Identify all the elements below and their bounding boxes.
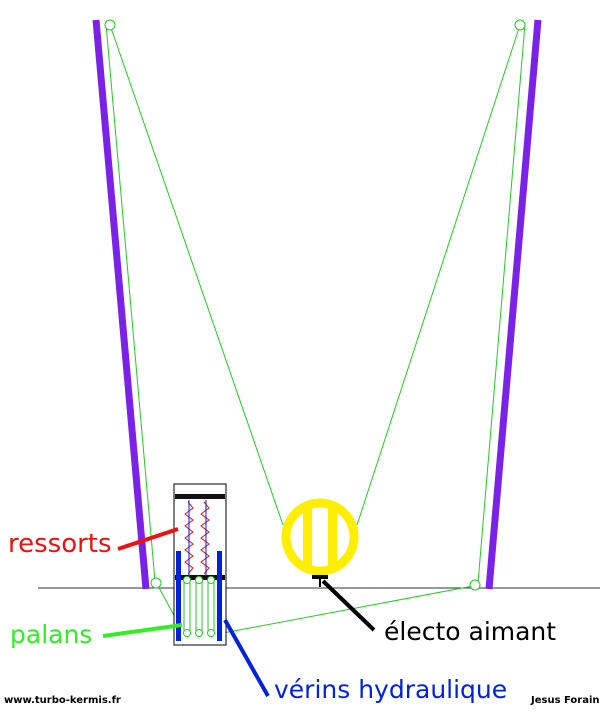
pointer-verins xyxy=(223,619,270,697)
electromagnet-ball xyxy=(281,498,359,587)
tension-box xyxy=(173,483,227,646)
label-ressorts: ressorts xyxy=(8,529,112,559)
spring-2 xyxy=(200,501,210,575)
cable-right-bottom xyxy=(217,585,474,635)
pointer-electo xyxy=(321,579,376,632)
palan-top-3 xyxy=(207,576,215,584)
palan-top-1 xyxy=(183,576,191,584)
pulley-right-top xyxy=(514,19,526,31)
ball-bar-right xyxy=(328,505,337,569)
ball-bar-left xyxy=(303,505,312,569)
pointer-ressorts xyxy=(117,527,179,551)
label-electo-aimant: électo aimant xyxy=(384,617,556,646)
right-tower xyxy=(485,19,542,590)
pulley-left-top xyxy=(104,19,116,31)
cable-right-top-to-ball xyxy=(356,24,521,526)
ball-outline xyxy=(281,498,359,576)
palan-cables xyxy=(183,580,215,632)
spring-1 xyxy=(184,501,194,575)
left-tower xyxy=(92,19,150,590)
pointer-palans xyxy=(102,623,183,638)
palan-bottom-2 xyxy=(195,629,203,637)
pulley-left-bottom xyxy=(150,577,162,589)
label-palans: palans xyxy=(10,620,92,649)
cable-left-tower xyxy=(105,23,156,582)
palan-top-2 xyxy=(195,576,203,584)
cable-system xyxy=(105,23,526,635)
jack-right xyxy=(217,551,222,641)
hydraulic-jacks xyxy=(176,551,222,641)
label-verins-hydraulique: vérins hydraulique xyxy=(274,675,507,704)
pulleys xyxy=(104,19,526,591)
box-top-plate xyxy=(175,494,225,499)
pulley-blocks xyxy=(183,576,215,637)
springs xyxy=(184,500,210,576)
credit-author: Jesus Forain xyxy=(530,695,600,706)
credit-website: www.turbo-kermis.fr xyxy=(4,695,121,706)
cable-left-top-to-ball xyxy=(109,24,284,526)
palan-bottom-3 xyxy=(207,629,215,637)
palan-bottom-1 xyxy=(183,629,191,637)
pulley-right-bottom xyxy=(469,579,481,591)
cable-right-tower xyxy=(477,23,526,584)
jack-left xyxy=(176,551,181,641)
